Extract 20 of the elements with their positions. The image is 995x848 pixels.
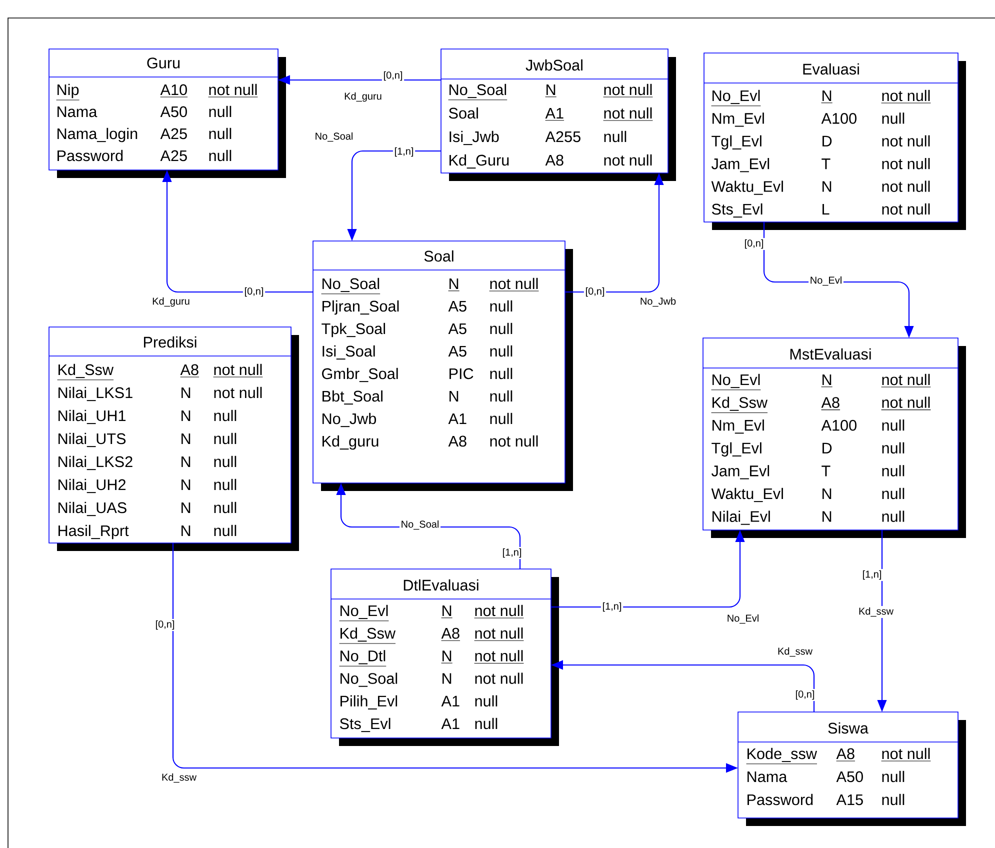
- cardinality-label: [0,n]: [154, 619, 176, 631]
- edge-label: Kd_guru: [344, 92, 382, 102]
- edge-label: Kd_ssw: [162, 773, 197, 783]
- cardinality-label: [0,n]: [382, 70, 404, 82]
- cardinality-label: [1,n]: [500, 547, 524, 559]
- cardinality-label: [1,n]: [860, 569, 884, 581]
- cardinality-label: [0,n]: [242, 286, 266, 298]
- cardinality-label: [0,n]: [584, 286, 606, 298]
- edge-label: Kd_ssw: [778, 647, 813, 657]
- edge-label: No_Jwb: [640, 297, 676, 307]
- edge-label: No_Evl: [810, 276, 842, 286]
- edge-label: Kd_guru: [152, 297, 190, 307]
- edge-label: No_Soal: [316, 132, 352, 142]
- cardinality-label: [0,n]: [742, 238, 766, 250]
- cardinality-label: [1,n]: [392, 146, 416, 158]
- edge-label: No_Evl: [728, 614, 758, 624]
- edge-label: No_Soal: [402, 520, 438, 530]
- cardinality-label: [1,n]: [600, 601, 624, 613]
- edge-label: Kd_ssw: [859, 607, 894, 617]
- cardinality-label: [0,n]: [794, 689, 816, 701]
